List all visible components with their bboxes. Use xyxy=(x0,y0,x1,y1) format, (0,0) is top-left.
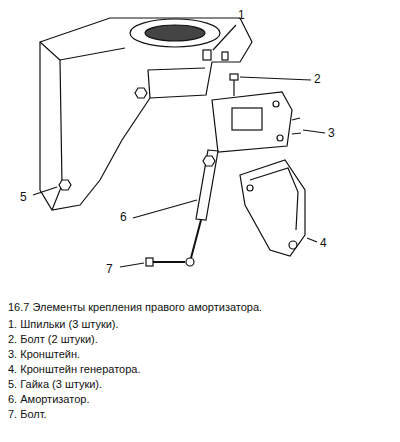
shock-eye xyxy=(186,258,194,266)
strut-hole xyxy=(145,25,205,41)
callout-number: 1 xyxy=(238,8,245,22)
leader-line xyxy=(307,238,317,242)
bracket-hole xyxy=(289,241,297,249)
leader-line xyxy=(303,130,325,133)
leader-line xyxy=(213,25,236,50)
leader-line xyxy=(120,263,144,267)
part-list-item: 5. Гайка (3 штуки). xyxy=(8,378,102,391)
part-list-item: 3. Кронштейн. xyxy=(8,348,80,361)
alternator-bracket xyxy=(240,160,305,256)
callout-number: 3 xyxy=(328,126,335,140)
callout-number: 6 xyxy=(120,210,127,224)
bracket-hole xyxy=(247,185,253,191)
bolt-shank xyxy=(233,80,234,96)
nut xyxy=(135,88,147,98)
stud xyxy=(222,52,228,60)
housing-edge xyxy=(148,68,205,98)
nut xyxy=(203,156,215,166)
part-list-item: 4. Кронштейн генератора. xyxy=(8,363,140,376)
callout-number: 2 xyxy=(314,72,321,86)
part-list-item: 7. Болт. xyxy=(8,408,47,421)
suspension-illustration xyxy=(0,0,400,300)
figure-caption: 16.7 Элементы крепления правого амортиза… xyxy=(8,301,262,314)
bracket-plate xyxy=(232,108,262,130)
bolt-shank xyxy=(153,261,185,263)
bracket-edge xyxy=(250,168,298,230)
strut-top xyxy=(130,19,220,47)
callout-number: 7 xyxy=(106,262,113,276)
leader-line xyxy=(33,187,57,195)
callout-number: 4 xyxy=(320,236,327,250)
nut xyxy=(59,180,71,190)
part-list-item: 6. Амортизатор. xyxy=(8,393,89,406)
stud xyxy=(203,50,211,60)
bolt-head xyxy=(230,74,238,80)
part-list-item: 1. Шпильки (3 штуки). xyxy=(8,318,119,331)
bracket-bolt xyxy=(292,118,301,134)
leader-line xyxy=(133,200,197,218)
bracket xyxy=(212,92,292,152)
bracket-hole xyxy=(273,101,279,107)
leader-line xyxy=(240,77,311,80)
shock-rod xyxy=(191,220,201,258)
part-list-item: 2. Болт (2 штуки). xyxy=(8,333,98,346)
bolt-head xyxy=(146,258,153,266)
bracket-hole xyxy=(277,135,283,141)
housing-edge xyxy=(60,48,125,60)
callout-number: 5 xyxy=(20,190,27,204)
shock-body xyxy=(196,150,218,220)
